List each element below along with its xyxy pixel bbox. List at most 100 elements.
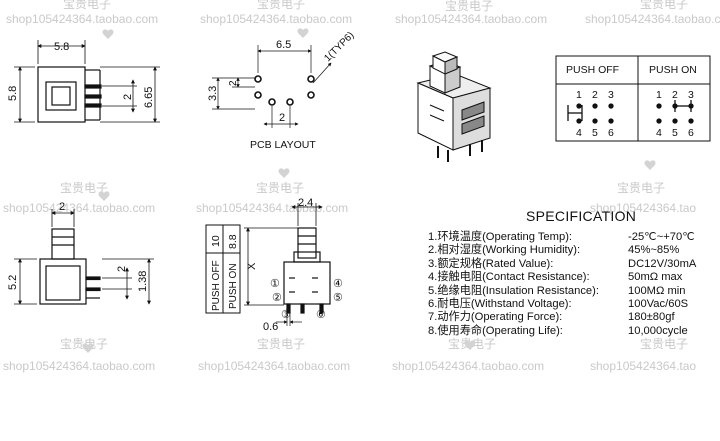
spec-value: DC12V/30mA (628, 257, 697, 270)
table-header-push-off: PUSH OFF (566, 64, 619, 76)
spec-row: 8.使用寿命(Operating Life): 10,000cycle (428, 325, 708, 338)
stroke-push-off-label: PUSH OFF (211, 260, 222, 311)
pcb-hole (268, 98, 276, 106)
watermark-heart-icon (464, 340, 476, 350)
pin-number: 6 (608, 127, 614, 139)
front-dim-x-label: X (246, 262, 258, 270)
pcb-layout-drawing (212, 45, 332, 128)
watermark-url: shop105424364.taobao.com (585, 12, 720, 26)
pcb-hole (307, 75, 315, 83)
spec-value: 100Vac/60S (628, 298, 689, 311)
watermark-shop: 宝贵电子 (257, 337, 305, 351)
pin-number: 3 (608, 89, 614, 101)
pcb-hole (254, 91, 262, 99)
front-view-cap (297, 227, 317, 259)
front-view-body (283, 261, 331, 305)
switch-body-outline (37, 66, 86, 123)
pin-number: 2 (672, 89, 678, 101)
spec-label: 2.相对湿度(Working Humidity): (428, 244, 581, 257)
switch-button-square (45, 81, 77, 111)
watermark-url: shop105424364.taobao.com (200, 12, 352, 26)
pcb-hole (286, 98, 294, 106)
pin-number: 4 (656, 127, 662, 139)
watermark-heart-icon (98, 191, 110, 201)
watermark-shop: 宝贵电子 (640, 0, 688, 11)
watermark-shop: 宝贵电子 (640, 337, 688, 351)
watermark-shop: 宝贵电子 (60, 181, 108, 195)
pin-number: 5 (672, 127, 678, 139)
push-off-pin-labels: 1 2 3 4 5 6 (576, 89, 614, 139)
spec-row: 7.动作力(Operating Force): 180±80gf (428, 311, 708, 324)
spec-label: 6.耐电压(Withstand Voltage): (428, 298, 572, 311)
front-dim-pin-width-label: 0.6 (263, 321, 278, 333)
push-on-contact-diagram (656, 100, 694, 124)
stroke-push-off-value: 10 (210, 235, 222, 247)
dim-pin-pitch-label: 2 (122, 94, 134, 100)
dim-overall-label: 6.65 (143, 87, 155, 108)
spec-value: -25℃~+70℃ (628, 231, 695, 243)
watermark-url: shop105424364.taobao.com (3, 359, 155, 373)
pin-marker: ⑥ (316, 309, 326, 321)
spec-value: 180±80gf (628, 311, 675, 324)
pin-number: 1 (576, 89, 582, 101)
side-dim-pin-label: 2 (116, 266, 128, 272)
spec-row: 4.接触电阻(Contact Resistance): 50mΩ max (428, 271, 708, 284)
pcb-dim-v-label: 3.3 (207, 86, 219, 101)
pin-marker: ① (270, 278, 280, 290)
front-pin-labels: ① ② ③ ④ ⑤ ⑥ (270, 278, 343, 321)
front-view-drawing (244, 203, 331, 326)
top-view-drawing (14, 40, 160, 123)
watermark-shop: 宝贵电子 (617, 181, 665, 195)
pin-number: 2 (592, 89, 598, 101)
watermark-heart-icon (644, 160, 656, 170)
pcb-hole-note: 1(TYP6) (322, 30, 356, 64)
stroke-table (205, 224, 241, 314)
front-dim-cap-label: 2.4 (298, 197, 313, 209)
watermark-url-cut: shop105424364.tao (590, 359, 696, 373)
spec-label: 5.绝缘电阻(Insulation Resistance): (428, 284, 599, 297)
pcb-holes (254, 75, 315, 106)
push-off-contact-diagram (567, 103, 614, 124)
pin-marker: ④ (333, 278, 343, 290)
watermark-heart-icon (297, 28, 309, 38)
watermark-url: shop105424364.taobao.com (6, 12, 158, 26)
pcb-hole (307, 91, 315, 99)
watermark-url: shop105424364.taobao.com (395, 12, 547, 26)
stroke-push-on-value: 8.8 (227, 234, 239, 249)
side-view-cap (51, 228, 75, 260)
watermark-url: shop105424364.taobao.com (3, 201, 155, 215)
spec-label: 3.额定规格(Rated Value): (428, 257, 554, 270)
side-dim-top-label: 2 (59, 201, 65, 213)
spec-row: 3.额定规格(Rated Value): DC12V/30mA (428, 258, 708, 271)
watermark-url-cut: shop105424364.tao (590, 201, 696, 215)
watermark-shop: 宝贵电子 (256, 181, 304, 195)
table-header-push-on: PUSH ON (649, 64, 697, 76)
pin-marker: ⑤ (333, 292, 343, 304)
spec-value: 100MΩ min (628, 284, 686, 297)
spec-label: 1.环境温度(Operating Temp): (428, 231, 573, 243)
pcb-layout-title: PCB LAYOUT (250, 139, 316, 151)
side-dim-height-label: 5.2 (7, 275, 19, 290)
switch-table-frame (555, 55, 711, 142)
pcb-dim-bottom-label: 2 (279, 112, 285, 124)
spec-label: 7.动作力(Operating Force): (428, 311, 563, 324)
switch-button-inner (51, 86, 71, 106)
watermark-layer: shop105424364.taobao.com shop105424364.t… (3, 0, 720, 373)
side-view-body (39, 258, 87, 305)
spec-title: SPECIFICATION (526, 208, 637, 224)
watermark-shop: 宝贵电子 (257, 0, 305, 11)
spec-row: 1.环境温度(Operating Temp): -25℃~+70℃ (428, 231, 708, 244)
spec-value: 10,000cycle (628, 324, 688, 337)
side-view-drawing (14, 209, 154, 305)
watermark-heart-icon (82, 343, 94, 353)
watermark-url: shop105424364.taobao.com (392, 359, 544, 373)
dim-width-label: 5.8 (54, 41, 69, 53)
pin-number: 5 (592, 127, 598, 139)
spec-value: 45%~85% (628, 244, 680, 257)
watermark-heart-icon (102, 29, 114, 39)
watermark-url: shop105424364.taobao.com (196, 201, 348, 215)
side-dim-pin-len-label: 1.38 (137, 271, 149, 292)
pcb-dim-h-label: 6.5 (276, 39, 291, 51)
switch-state-table (555, 55, 711, 142)
